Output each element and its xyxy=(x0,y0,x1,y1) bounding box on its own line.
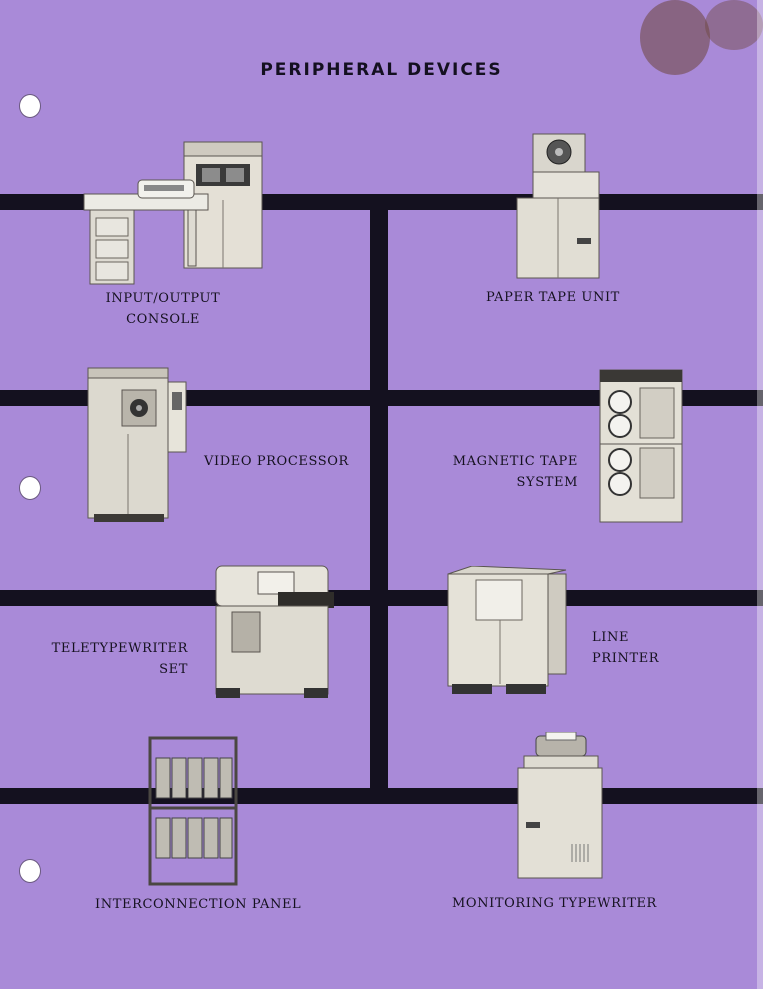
paper-tape-unit-label: PAPER TAPE UNIT xyxy=(486,290,620,305)
io-console-label: INPUT/OUTPUT CONSOLE xyxy=(105,291,221,327)
magnetic-tape-system-label: MAGNETIC TAPE SYSTEM xyxy=(452,454,578,490)
teletypewriter-set-label: TELETYPEWRITER SET xyxy=(51,641,188,677)
monitoring-typewriter-photo xyxy=(516,732,604,882)
teletypewriter-set-photo xyxy=(214,562,338,700)
io-console-photo xyxy=(80,140,270,290)
paper-stain xyxy=(705,0,763,50)
interconnection-panel-label: INTERCONNECTION PANEL xyxy=(95,897,302,912)
line-printer-photo xyxy=(446,566,570,702)
interconnection-panel-photo xyxy=(148,736,240,888)
punch-hole-top xyxy=(19,94,41,118)
paper-tape-unit-photo xyxy=(515,132,605,282)
magnetic-tape-system-photo xyxy=(598,368,686,526)
line-printer-label: LINE PRINTER xyxy=(592,630,660,666)
video-processor-photo xyxy=(84,364,194,524)
center-divider-bar xyxy=(370,194,388,804)
page-title: PERIPHERAL DEVICES xyxy=(260,60,503,80)
video-processor-label: VIDEO PROCESSOR xyxy=(204,454,349,469)
monitoring-typewriter-label: MONITORING TYPEWRITER xyxy=(452,896,657,911)
punch-hole-bottom xyxy=(19,859,41,883)
punch-hole-middle xyxy=(19,476,41,500)
page-edge xyxy=(757,0,763,989)
paper-stain xyxy=(640,0,710,75)
